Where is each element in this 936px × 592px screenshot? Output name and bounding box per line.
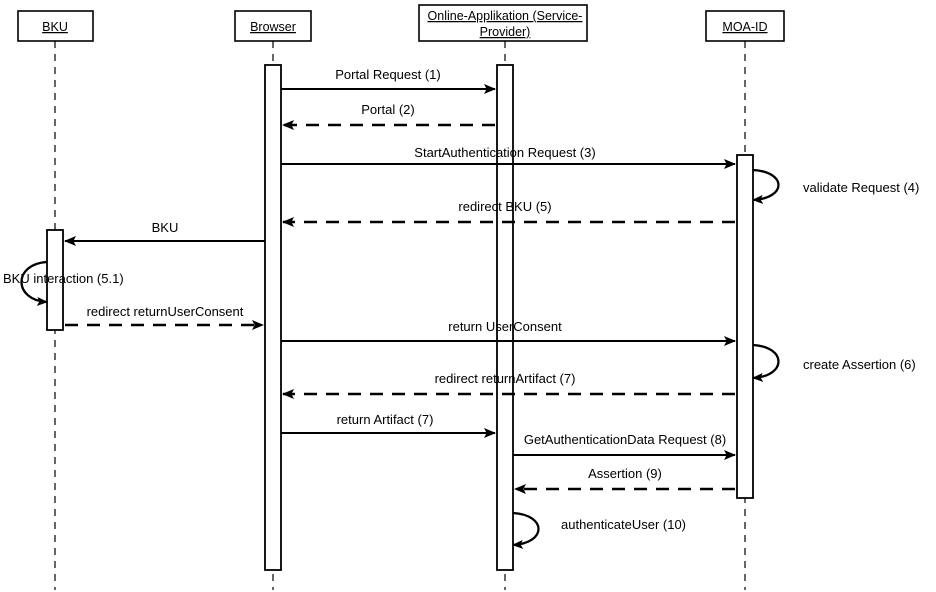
message-51: BKU: [64, 220, 265, 246]
message-5: redirect BKU (5): [282, 199, 735, 227]
lifeline-header-box-moaid[interactable]: [705, 10, 785, 42]
self-message-51: BKU interaction (5.1): [3, 260, 124, 306]
message-label-10: Assertion (9): [588, 466, 662, 481]
message-label-6: return UserConsent: [448, 319, 562, 334]
lifelines-layer: BKU Browser Online-Applikation (Service- Pr…: [17, 4, 785, 590]
message-label-7: redirect returnArtifact (7): [435, 371, 576, 386]
self-message-arc-4: [752, 168, 780, 204]
message-label-51: BKU: [152, 220, 179, 235]
self-message-arc-11: [512, 511, 540, 549]
message-6: return UserConsent: [281, 319, 736, 346]
self-message-arc-51: [20, 260, 48, 306]
message-10: Assertion (9): [514, 466, 735, 494]
activation-bar-bku[interactable]: [46, 229, 64, 331]
activation-bar-browser[interactable]: [264, 64, 282, 571]
message-7: redirect returnArtifact (7): [282, 371, 735, 399]
message-label-3: StartAuthentication Request (3): [414, 145, 595, 160]
message-label-5: redirect BKU (5): [458, 199, 551, 214]
self-message-label-62: create Assertion (6): [803, 357, 916, 372]
messages-layer: Portal Request (1) Portal (2) StartAuthent…: [64, 67, 736, 494]
message-52: redirect returnUserConsent: [65, 304, 264, 330]
message-label-9: GetAuthenticationData Request (8): [524, 432, 726, 447]
lifeline-browser: Browser: [234, 10, 312, 590]
message-2: Portal (2): [282, 102, 495, 130]
activations-layer: [46, 64, 754, 571]
message-1: Portal Request (1): [281, 67, 496, 94]
lifeline-label-oa-line2: Provider): [480, 25, 531, 39]
lifeline-label-browser: Browser: [250, 20, 296, 34]
activation-bar-oa[interactable]: [496, 64, 514, 571]
lifeline-label-moaid: MOA-ID: [722, 20, 767, 34]
message-label-8: return Artifact (7): [337, 412, 434, 427]
lifeline-header-box-bku[interactable]: [17, 10, 94, 42]
self-message-label-11: authenticateUser (10): [561, 517, 686, 532]
message-8: return Artifact (7): [281, 412, 496, 438]
lifeline-header-box-oa[interactable]: [418, 4, 588, 42]
activation-bar-moaid[interactable]: [736, 154, 754, 499]
message-9: GetAuthenticationData Request (8): [513, 432, 736, 460]
lifeline-bku: BKU: [17, 10, 94, 590]
self-message-4: validate Request (4): [752, 168, 919, 204]
message-3: StartAuthentication Request (3): [281, 145, 736, 169]
message-label-52: redirect returnUserConsent: [87, 304, 244, 319]
lifeline-label-bku: BKU: [42, 20, 68, 34]
self-messages-layer: validate Request (4) BKU interaction (5.1…: [3, 168, 919, 549]
message-label-2: Portal (2): [361, 102, 414, 117]
lifeline-label-oa-line1: Online-Applikation (Service-: [428, 9, 583, 23]
message-label-1: Portal Request (1): [335, 67, 441, 82]
self-message-arc-62: [752, 343, 780, 382]
self-message-11: authenticateUser (10): [512, 511, 686, 549]
self-message-label-4: validate Request (4): [803, 180, 919, 195]
lifeline-header-box-browser[interactable]: [234, 10, 312, 42]
self-message-62: create Assertion (6): [752, 343, 916, 382]
self-message-label-51: BKU interaction (5.1): [3, 271, 124, 286]
